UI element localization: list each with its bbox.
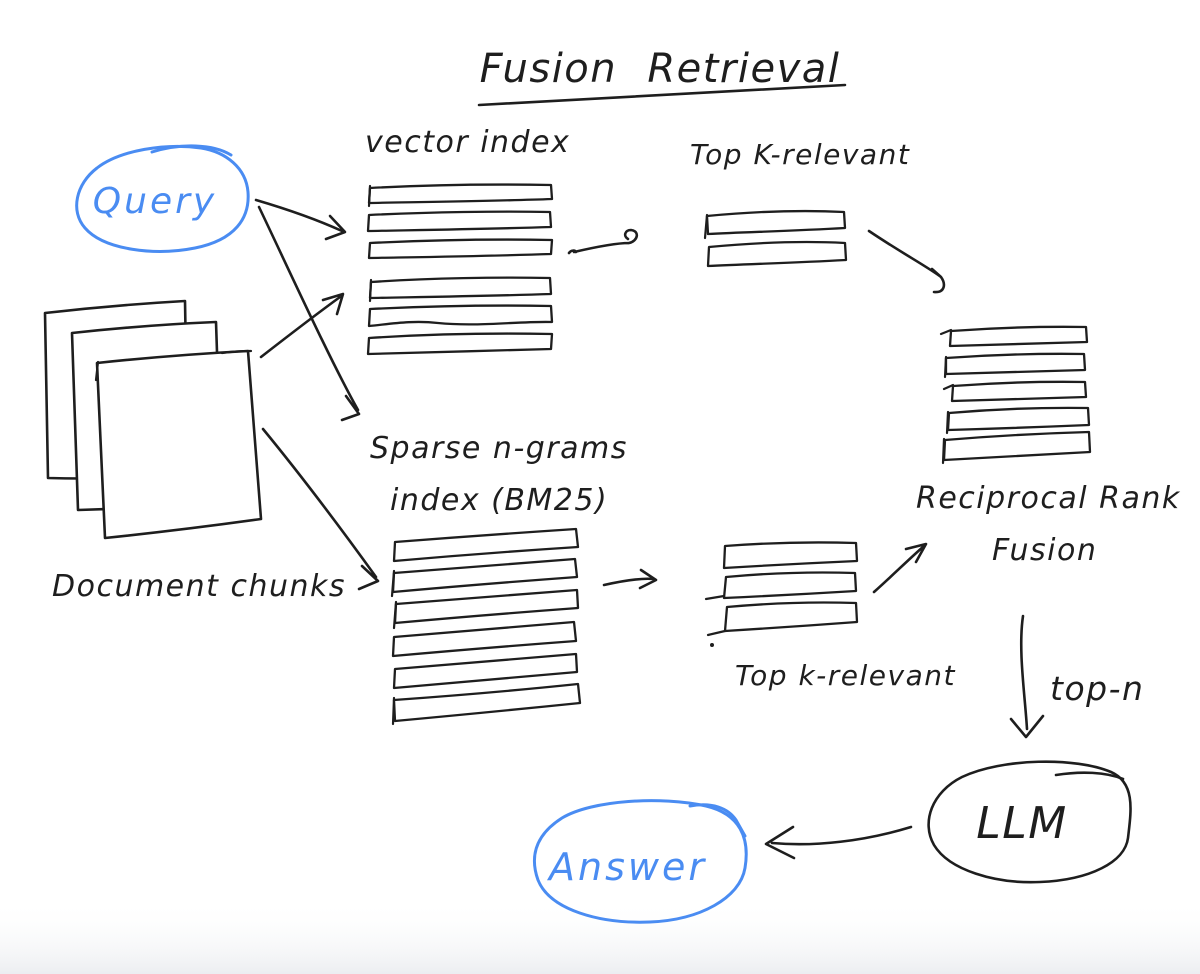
index-bar bbox=[366, 210, 553, 233]
index-bar bbox=[944, 352, 1087, 376]
index-bar bbox=[391, 557, 579, 594]
index-bar bbox=[368, 276, 553, 300]
index-bar bbox=[722, 571, 858, 600]
index-bar bbox=[706, 240, 848, 268]
index-bar-overdraw bbox=[704, 594, 727, 637]
index-bar bbox=[705, 209, 847, 236]
document-page-front bbox=[95, 349, 263, 540]
index-bar bbox=[366, 332, 554, 356]
index-bar bbox=[391, 620, 578, 658]
document-chunks-label: Document chunks bbox=[52, 569, 346, 604]
document-page-front-overdraw bbox=[94, 349, 253, 382]
rrf-label-line1: Reciprocal Rank bbox=[916, 481, 1181, 516]
index-bar bbox=[393, 588, 580, 625]
answer-label: Answer bbox=[546, 845, 707, 889]
llm-blob-overdraw bbox=[1054, 771, 1125, 781]
index-bar bbox=[367, 304, 554, 328]
arrow-label-top-n: top-n bbox=[1050, 669, 1144, 708]
title-underline bbox=[477, 83, 847, 107]
diagram-title: Fusion Retrieval bbox=[480, 46, 841, 92]
top-k-sparse-label: Top k-relevant bbox=[735, 659, 956, 692]
arrow-top-k-sparse-to-rrf bbox=[872, 542, 928, 594]
top-k-vector-node: Top K-relevant bbox=[690, 138, 910, 268]
arrow-rrf-to-llm bbox=[1009, 614, 1045, 739]
vector-index-label: vector index bbox=[365, 125, 570, 160]
answer-blob-overdraw bbox=[688, 803, 747, 838]
query-label: Query bbox=[93, 181, 217, 222]
query-blob-overdraw bbox=[150, 144, 233, 157]
top-k-sparse-bars bbox=[704, 541, 859, 637]
index-bar bbox=[946, 406, 1091, 432]
arrow-llm-to-answer bbox=[764, 825, 913, 860]
top-k-sparse-node: Top k-relevant bbox=[704, 541, 956, 692]
index-bar bbox=[392, 527, 580, 563]
query-node: Query bbox=[75, 144, 250, 253]
arrow-query-to-sparse-index bbox=[257, 205, 361, 422]
arrow-sparse-index-to-top-k bbox=[602, 568, 658, 590]
arrow-vector-index-to-top-k bbox=[567, 228, 639, 255]
sparse-index-bars bbox=[390, 527, 582, 726]
index-bar-overdraw bbox=[939, 328, 955, 465]
llm-node: LLM bbox=[927, 760, 1132, 884]
llm-label: LLM bbox=[976, 798, 1068, 849]
arrows: top-n bbox=[254, 198, 1144, 860]
whiteboard-bottom-shade bbox=[0, 900, 1200, 974]
index-bar-overdraw bbox=[703, 213, 709, 240]
llm-blob bbox=[927, 760, 1132, 884]
index-bar bbox=[367, 238, 554, 260]
sparse-index-label-line2: index (BM25) bbox=[390, 483, 608, 518]
rrf-node: Reciprocal Rank Fusion bbox=[916, 325, 1181, 568]
index-bar-overdraw bbox=[367, 184, 373, 303]
arrow-top-k-vector-to-rrf bbox=[867, 229, 946, 294]
rrf-bars bbox=[939, 325, 1092, 465]
answer-blob bbox=[532, 799, 748, 924]
vector-index-bars bbox=[366, 183, 554, 356]
sparse-index-label-line1: Sparse n-grams bbox=[370, 431, 628, 466]
arrow-docs-to-vector-index bbox=[259, 292, 345, 359]
sparse-index-node: Sparse n-grams index (BM25) bbox=[370, 431, 628, 726]
top-k-vector-bars bbox=[703, 209, 848, 268]
top-k-vector-label: Top K-relevant bbox=[690, 138, 910, 171]
index-bar bbox=[367, 183, 554, 205]
index-bar-overdraw bbox=[390, 569, 398, 726]
arrow-query-to-vector-index bbox=[254, 198, 347, 241]
index-bar bbox=[723, 601, 859, 633]
document-chunks-node: Document chunks bbox=[43, 299, 346, 604]
index-bar bbox=[942, 430, 1092, 462]
index-bar bbox=[722, 541, 859, 570]
stray-ink-dot bbox=[710, 643, 714, 647]
index-bar bbox=[950, 380, 1088, 403]
arrow-docs-to-sparse-index bbox=[261, 427, 380, 591]
answer-node: Answer bbox=[532, 799, 748, 924]
title-group: Fusion Retrieval bbox=[477, 46, 847, 107]
rrf-label-line2: Fusion bbox=[992, 533, 1097, 568]
vector-index-node: vector index bbox=[365, 125, 570, 356]
index-bar bbox=[392, 682, 582, 723]
index-bar bbox=[948, 325, 1089, 348]
index-bar bbox=[392, 652, 579, 690]
